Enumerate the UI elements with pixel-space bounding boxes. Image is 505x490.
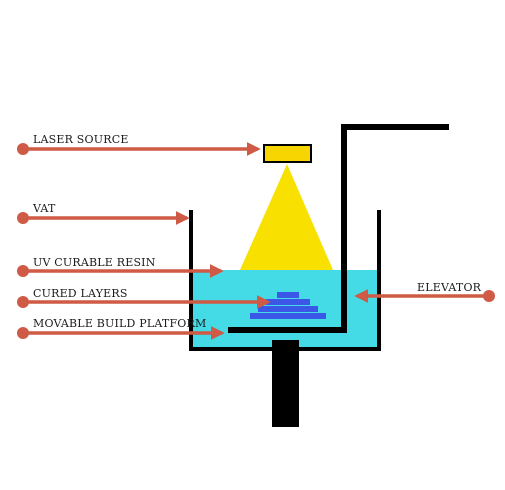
- label-uv-curable-resin: UV CURABLE RESIN: [33, 256, 156, 269]
- cured-layers: [250, 292, 326, 319]
- arrow-cured-layers: [17, 295, 271, 309]
- cured-layer-4: [277, 292, 299, 298]
- label-vat: VAT: [32, 202, 56, 215]
- label-laser-source: LASER SOURCE: [33, 133, 129, 146]
- arrow-build-platform: [17, 326, 225, 340]
- elevator-arm: [228, 124, 449, 333]
- arrow-elevator: [354, 289, 495, 303]
- arrow-uv-resin: [17, 264, 224, 278]
- laser-beam: [240, 164, 333, 270]
- arrow-vat: [17, 211, 190, 225]
- label-elevator: ELEVATOR: [417, 281, 482, 294]
- build-platform-shaft: [272, 340, 299, 427]
- annotation-arrows: [17, 142, 495, 340]
- label-movable-build-platform: MOVABLE BUILD PLATFORM: [33, 317, 206, 330]
- cured-layer-1: [250, 313, 326, 319]
- laser-source-box: [263, 144, 312, 163]
- label-cured-layers: CURED LAYERS: [33, 287, 128, 300]
- cured-layer-3: [266, 299, 310, 305]
- arrow-laser-source: [17, 142, 261, 156]
- cured-layer-2: [258, 306, 318, 312]
